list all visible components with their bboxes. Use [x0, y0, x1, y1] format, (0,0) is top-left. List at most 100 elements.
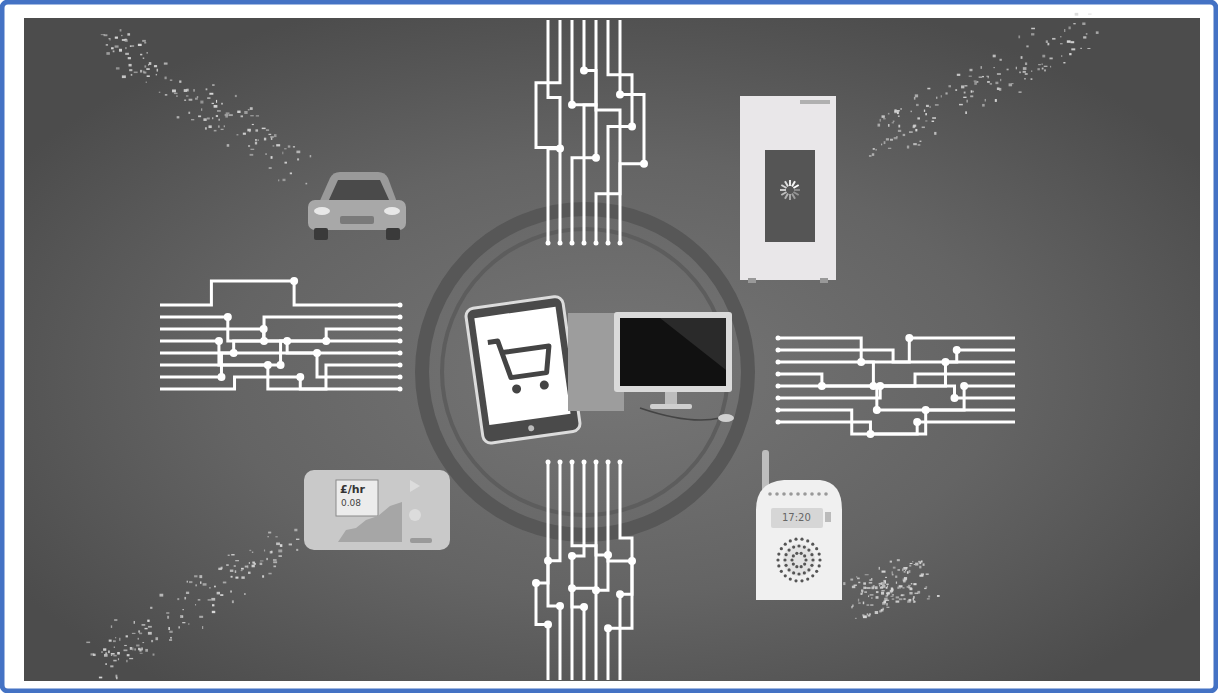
sparkle [1083, 36, 1086, 38]
sparkle [180, 615, 183, 618]
sparkle [985, 99, 986, 102]
sparkle [982, 76, 984, 77]
sparkle [926, 574, 929, 575]
sparkle [850, 579, 853, 581]
sparkle [130, 647, 132, 650]
sparkle [892, 571, 893, 573]
circuit-trace [160, 329, 400, 341]
speaker-hole [806, 539, 809, 542]
sparkle [201, 108, 202, 110]
sparkle [909, 592, 912, 595]
sparkle [925, 120, 927, 121]
sparkle [208, 125, 211, 128]
sparkle [154, 65, 157, 67]
sparkle [1025, 62, 1027, 65]
sparkle [910, 588, 913, 590]
sparkle [858, 599, 859, 602]
sparkle [865, 574, 869, 575]
sparkle [921, 560, 923, 562]
computer-icon [568, 312, 734, 422]
sparkle [922, 126, 925, 128]
sparkle [1031, 71, 1032, 72]
sparkle [113, 660, 116, 662]
sparkle [916, 104, 919, 106]
sparkle [936, 97, 937, 99]
sparkle [248, 572, 251, 574]
sparkle [995, 82, 998, 84]
circuit-node [592, 154, 600, 162]
sparkle [893, 121, 895, 122]
sparkle [101, 652, 103, 653]
sparkle [982, 104, 985, 107]
sparkle [965, 111, 967, 114]
sparkle [252, 552, 253, 553]
indicator-dot [824, 492, 828, 496]
sparkle [296, 539, 299, 540]
sparkle [244, 111, 247, 114]
circuit-node [905, 334, 913, 342]
sparkle [230, 570, 233, 572]
sparkle [125, 53, 129, 55]
circuit-terminal [546, 460, 551, 465]
sparkle [241, 576, 244, 578]
sparkle [151, 640, 153, 642]
sparkle [1042, 64, 1043, 65]
sparkle [869, 582, 872, 584]
sparkle [896, 601, 900, 603]
sparkle [244, 593, 246, 594]
sparkle [271, 551, 272, 553]
sparkle [207, 117, 210, 119]
sparkle-clusters [86, 13, 1098, 679]
sparkle [908, 599, 911, 601]
circuit-trace [572, 462, 584, 680]
background [24, 18, 1200, 681]
sparkle [221, 103, 222, 105]
sparkle [217, 592, 220, 595]
sparkle [924, 588, 926, 589]
sparkle [974, 82, 977, 85]
circuit-node [568, 552, 576, 560]
sparkle [254, 563, 256, 565]
indicator-dot [789, 492, 793, 496]
sparkle [177, 598, 179, 600]
sparkle [186, 592, 189, 594]
spinner-tick [789, 180, 791, 186]
circuit-trace [778, 350, 1015, 362]
sparkle [155, 637, 158, 640]
sparkle [1068, 26, 1070, 29]
sparkle [146, 82, 147, 83]
indicator-dot [782, 492, 786, 496]
sparkle [897, 569, 900, 571]
sparkle [235, 560, 239, 561]
sparkle [160, 594, 164, 597]
circuit-trace [620, 20, 644, 243]
speaker-hole [797, 572, 800, 575]
sparkle [921, 573, 924, 575]
spinner-tick [793, 185, 798, 188]
sparkle [895, 576, 897, 578]
sparkle [876, 591, 879, 593]
sparkle [148, 64, 149, 65]
sparkle [963, 97, 966, 98]
sparkle [113, 50, 115, 52]
speaker-hole [811, 574, 814, 577]
sparkle [144, 42, 146, 43]
sparkle [129, 69, 132, 71]
sparkle [886, 584, 888, 585]
circuit-terminal [582, 241, 587, 246]
sparkle [170, 79, 172, 81]
sparkle [140, 54, 142, 56]
sparkle [1052, 38, 1055, 40]
sparkle [898, 116, 900, 117]
sparkle [913, 125, 916, 127]
sparkle [941, 95, 942, 97]
sparkle [106, 52, 109, 55]
sparkle [262, 128, 266, 129]
circuit-trace [548, 20, 560, 243]
speaker-hole [784, 553, 787, 556]
sparkle [898, 130, 901, 132]
sparkle [888, 124, 890, 127]
sparkle [119, 638, 120, 641]
sparkle [214, 105, 218, 108]
sparkle [167, 616, 169, 619]
